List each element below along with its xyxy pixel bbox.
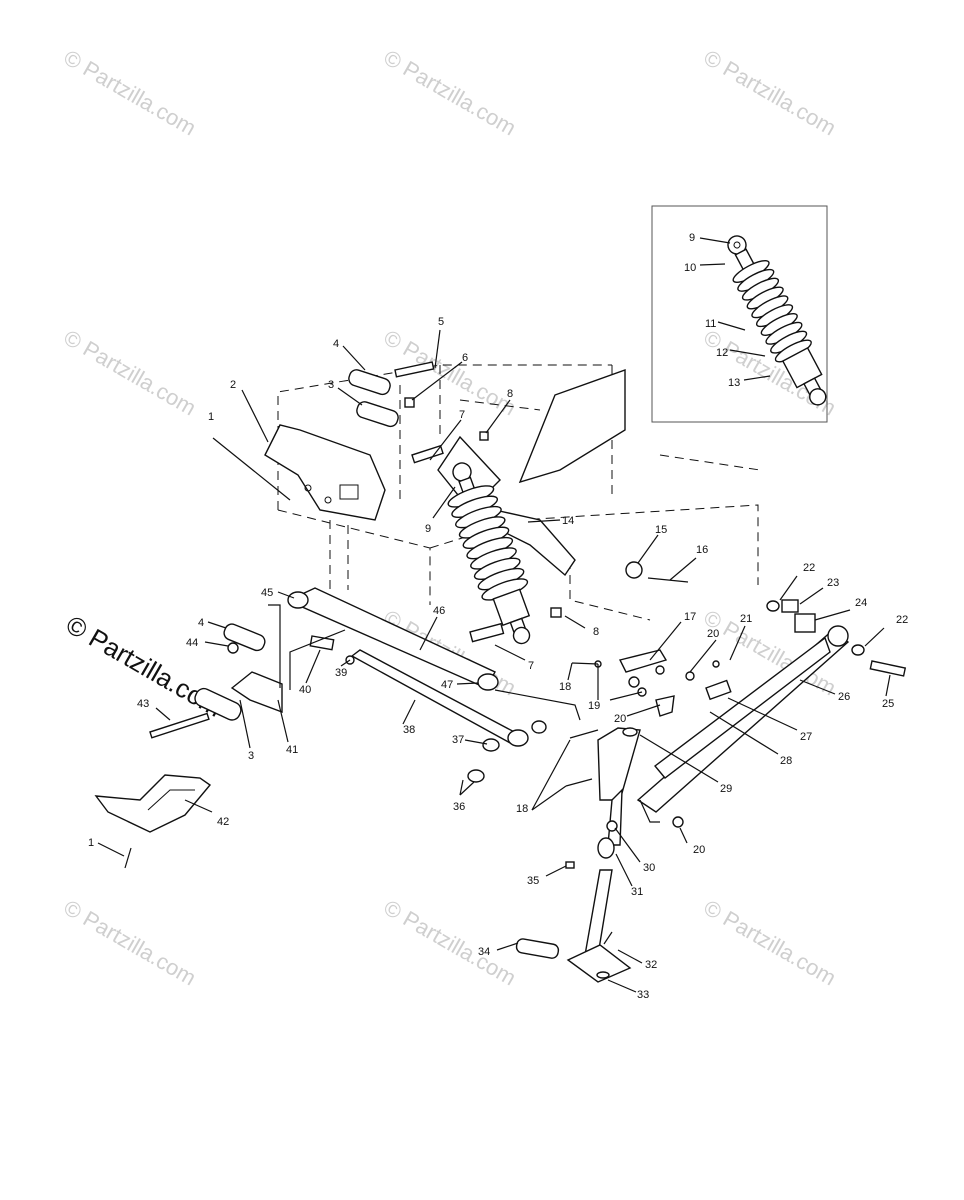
callout-46: 46 bbox=[433, 605, 445, 617]
callout-22: 22 bbox=[896, 614, 908, 626]
bracket bbox=[230, 671, 283, 714]
callout-labels: 1 2 4 5 3 6 7 8 9 14 15 16 45 4 44 46 8 … bbox=[88, 232, 908, 1001]
callout-20: 20 bbox=[707, 628, 719, 640]
watermark: © Partzilla.com bbox=[700, 45, 841, 141]
callout-42: 42 bbox=[217, 816, 229, 828]
callout-18: 18 bbox=[559, 681, 571, 693]
parts bbox=[94, 361, 907, 983]
spindle-bracket bbox=[597, 727, 641, 801]
callout-4: 4 bbox=[198, 617, 204, 629]
spindle bbox=[584, 869, 613, 956]
callout-1: 1 bbox=[88, 837, 94, 849]
plate bbox=[356, 401, 399, 428]
watermark: © Partzilla.com bbox=[380, 45, 521, 141]
callout-22: 22 bbox=[803, 562, 815, 574]
callout-3: 3 bbox=[328, 379, 334, 391]
skid-plate bbox=[94, 774, 212, 833]
callout-35: 35 bbox=[527, 875, 539, 887]
callout-34: 34 bbox=[478, 946, 490, 958]
watermark: © Partzilla.com bbox=[60, 325, 201, 421]
callout-27: 27 bbox=[800, 731, 812, 743]
callout-8: 8 bbox=[593, 626, 599, 638]
callout-20: 20 bbox=[693, 844, 705, 856]
callout-10: 10 bbox=[684, 262, 696, 274]
callout-37: 37 bbox=[452, 734, 464, 746]
callout-28: 28 bbox=[780, 755, 792, 767]
callout-13: 13 bbox=[728, 377, 740, 389]
callout-30: 30 bbox=[643, 862, 655, 874]
watermark: © Partzilla.com bbox=[700, 895, 841, 991]
callout-44: 44 bbox=[186, 637, 198, 649]
callout-3: 3 bbox=[248, 750, 254, 762]
watermark: © Partzilla.com bbox=[380, 895, 521, 991]
callout-9: 9 bbox=[425, 523, 431, 535]
bracket bbox=[264, 424, 386, 521]
callout-1: 1 bbox=[208, 411, 214, 423]
callout-19: 19 bbox=[588, 700, 600, 712]
callout-7: 7 bbox=[528, 660, 534, 672]
callout-6: 6 bbox=[462, 352, 468, 364]
callout-38: 38 bbox=[403, 724, 415, 736]
leader-lines bbox=[97, 329, 891, 993]
callout-11: 11 bbox=[705, 318, 716, 330]
callout-47: 47 bbox=[441, 679, 453, 691]
callout-25: 25 bbox=[882, 698, 894, 710]
watermark: © Partzilla.com bbox=[60, 45, 201, 141]
callout-15: 15 bbox=[655, 524, 667, 536]
shock-detail-inset bbox=[651, 205, 828, 423]
plate bbox=[348, 369, 391, 396]
shock-absorber bbox=[447, 462, 531, 645]
callout-12: 12 bbox=[716, 347, 728, 359]
plate bbox=[194, 687, 242, 721]
callout-29: 29 bbox=[720, 783, 732, 795]
callout-8: 8 bbox=[507, 388, 513, 400]
callout-2: 2 bbox=[230, 379, 236, 391]
callout-14: 14 bbox=[562, 515, 574, 527]
callout-43: 43 bbox=[137, 698, 149, 710]
shock-absorber-inset bbox=[727, 235, 827, 406]
callout-17: 17 bbox=[684, 611, 696, 623]
callout-9: 9 bbox=[689, 232, 695, 244]
callout-23: 23 bbox=[827, 577, 839, 589]
callout-39: 39 bbox=[335, 667, 347, 679]
callout-20: 20 bbox=[614, 713, 626, 725]
callout-21: 21 bbox=[740, 613, 752, 625]
callout-26: 26 bbox=[838, 691, 850, 703]
callout-24: 24 bbox=[855, 597, 867, 609]
callout-36: 36 bbox=[453, 801, 465, 813]
watermark: © Partzilla.com bbox=[60, 895, 201, 991]
callout-31: 31 bbox=[631, 886, 643, 898]
callout-45: 45 bbox=[261, 587, 273, 599]
shock-spring-inset bbox=[732, 260, 812, 363]
bolt bbox=[394, 361, 435, 378]
callout-33: 33 bbox=[637, 989, 649, 1001]
callout-40: 40 bbox=[299, 684, 311, 696]
callout-16: 16 bbox=[696, 544, 708, 556]
callout-5: 5 bbox=[438, 316, 444, 328]
callout-32: 32 bbox=[645, 959, 657, 971]
callout-7: 7 bbox=[459, 409, 465, 421]
side-panel bbox=[518, 369, 626, 484]
callout-41: 41 bbox=[286, 744, 298, 756]
plate bbox=[223, 623, 266, 652]
callout-4: 4 bbox=[333, 338, 339, 350]
callout-18: 18 bbox=[516, 803, 528, 815]
watermarks: © Partzilla.com © Partzilla.com © Partzi… bbox=[60, 45, 841, 991]
